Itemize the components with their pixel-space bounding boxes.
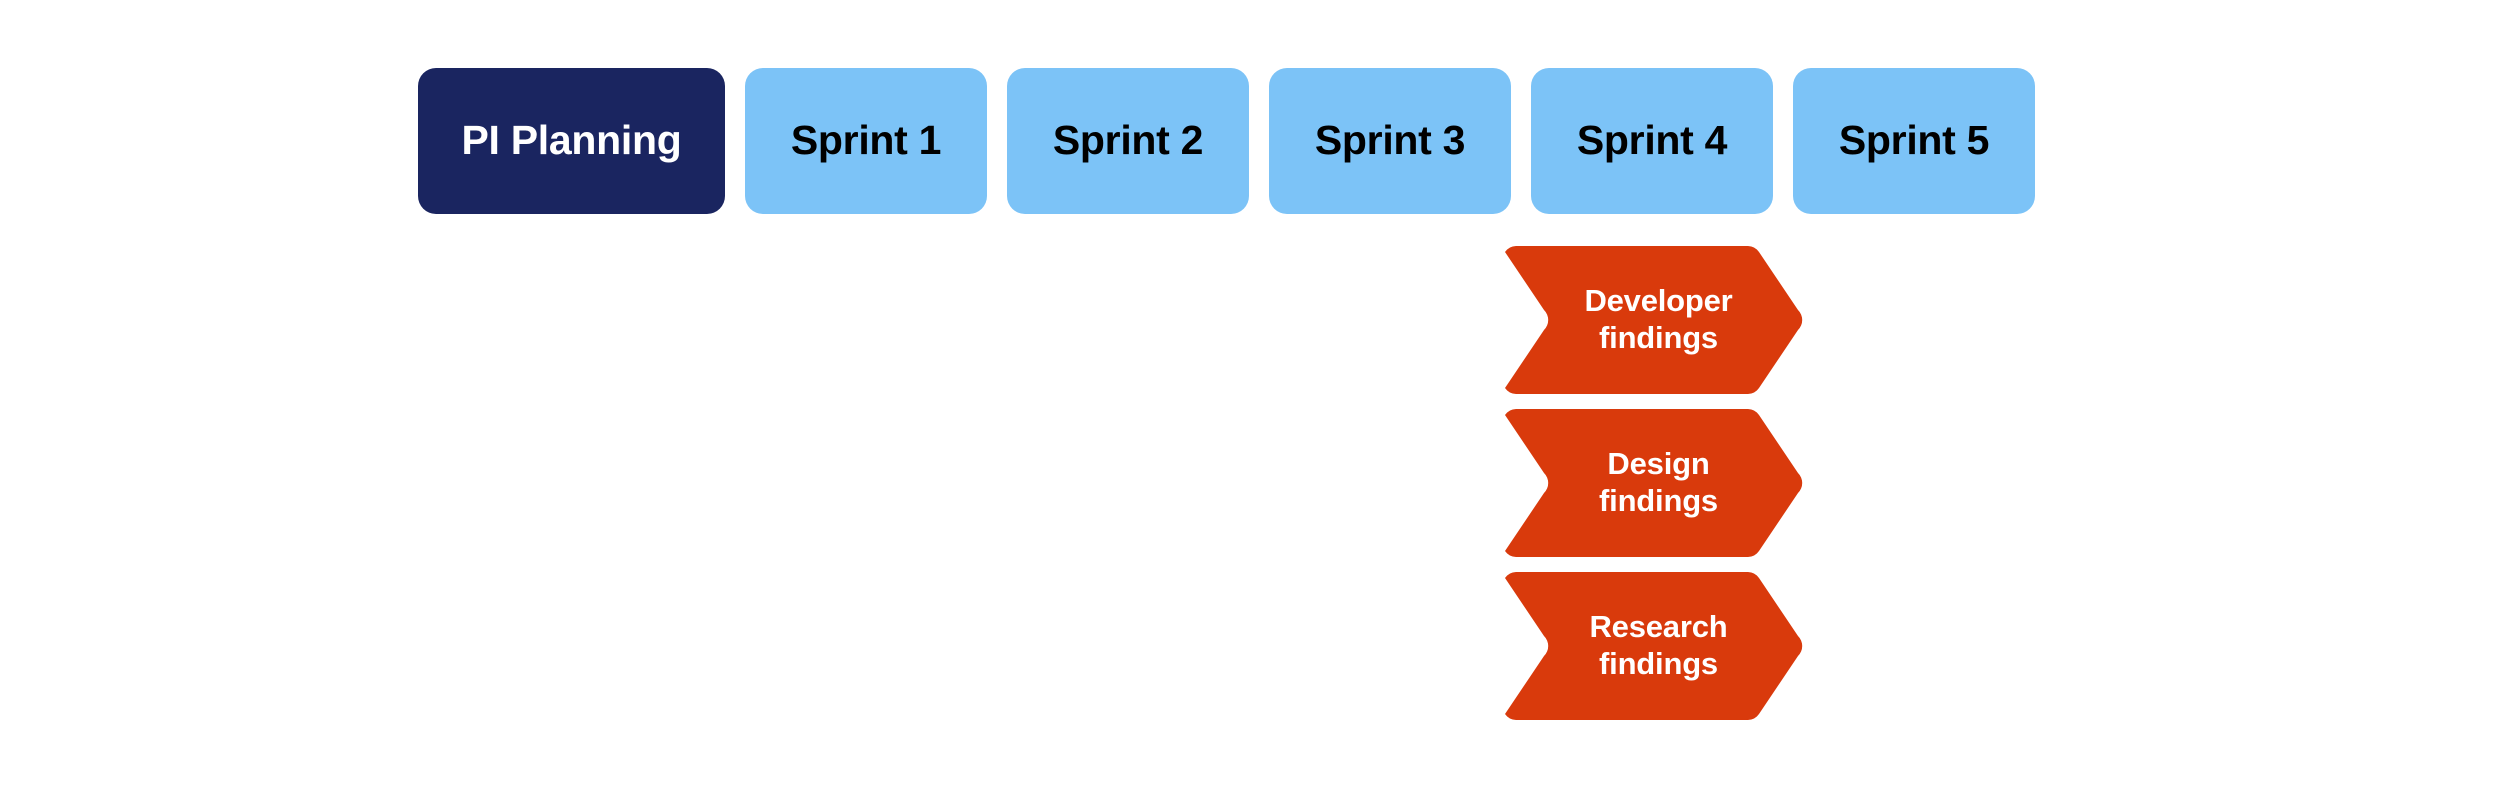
timeline-row: PI Planning Sprint 1 Sprint 2 Sprint 3 S… xyxy=(418,68,2035,214)
phase-label: PI Planning xyxy=(461,117,682,164)
phase-box-sprint-1[interactable]: Sprint 1 xyxy=(745,68,987,214)
chevron-shape-icon xyxy=(1505,246,1803,394)
phase-label: Sprint 2 xyxy=(1052,117,1204,164)
phase-box-sprint-2[interactable]: Sprint 2 xyxy=(1007,68,1249,214)
findings-chevron-design[interactable]: Design findings xyxy=(1498,409,1803,557)
phase-label: Sprint 3 xyxy=(1314,117,1466,164)
chevron-shape-icon xyxy=(1505,409,1803,557)
findings-chevron-developer[interactable]: Developer findings xyxy=(1498,246,1803,394)
phase-box-sprint-3[interactable]: Sprint 3 xyxy=(1269,68,1511,214)
phase-box-sprint-5[interactable]: Sprint 5 xyxy=(1793,68,2035,214)
phase-label: Sprint 4 xyxy=(1576,117,1728,164)
chevron-shape-icon xyxy=(1505,572,1803,720)
findings-chevron-research[interactable]: Research findings xyxy=(1498,572,1803,720)
phase-box-pi-planning[interactable]: PI Planning xyxy=(418,68,725,214)
phase-box-sprint-4[interactable]: Sprint 4 xyxy=(1531,68,1773,214)
phase-label: Sprint 1 xyxy=(790,117,942,164)
findings-column: Developer findings Design findings Resea… xyxy=(1498,246,1803,720)
phase-label: Sprint 5 xyxy=(1838,117,1990,164)
